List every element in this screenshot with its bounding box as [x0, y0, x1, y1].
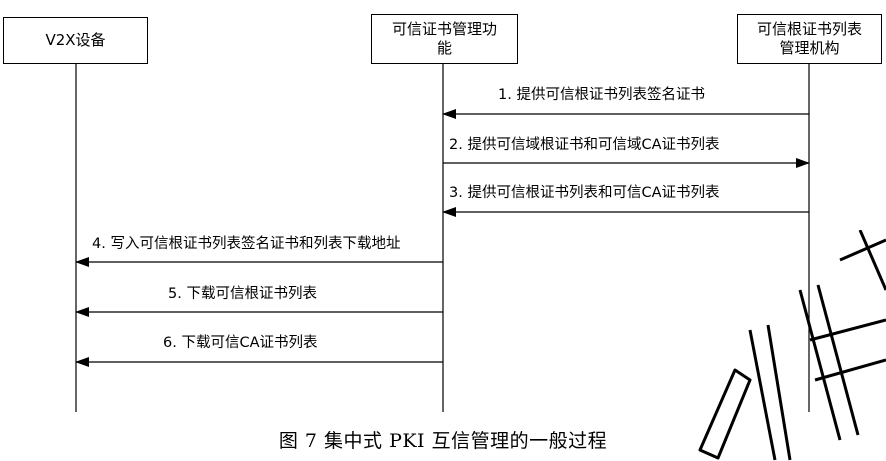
message-label-4: 4. 写入可信根证书列表签名证书和列表下载地址 — [92, 236, 401, 252]
lifeline-box-root-list-authority: 可信根证书列表 管理机构 — [737, 14, 882, 64]
lifeline-label-root-list-authority: 可信根证书列表 管理机构 — [756, 20, 862, 57]
message-label-1: 1. 提供可信根证书列表签名证书 — [498, 87, 705, 103]
lifeline-label-v2x: V2X设备 — [45, 31, 106, 49]
lifeline-box-trust-cert-mgmt: 可信证书管理功 能 — [371, 14, 518, 64]
message-label-5: 5. 下载可信根证书列表 — [168, 286, 317, 302]
lifeline-box-v2x: V2X设备 — [3, 17, 148, 64]
message-label-3: 3. 提供可信根证书列表和可信CA证书列表 — [449, 185, 720, 201]
figure-caption: 图 7 集中式 PKI 互信管理的一般过程 — [278, 430, 608, 452]
message-label-6: 6. 下载可信CA证书列表 — [163, 335, 318, 351]
message-label-2: 2. 提供可信域根证书和可信域CA证书列表 — [449, 137, 720, 153]
lifeline-label-trust-cert-mgmt: 可信证书管理功 能 — [391, 20, 497, 57]
